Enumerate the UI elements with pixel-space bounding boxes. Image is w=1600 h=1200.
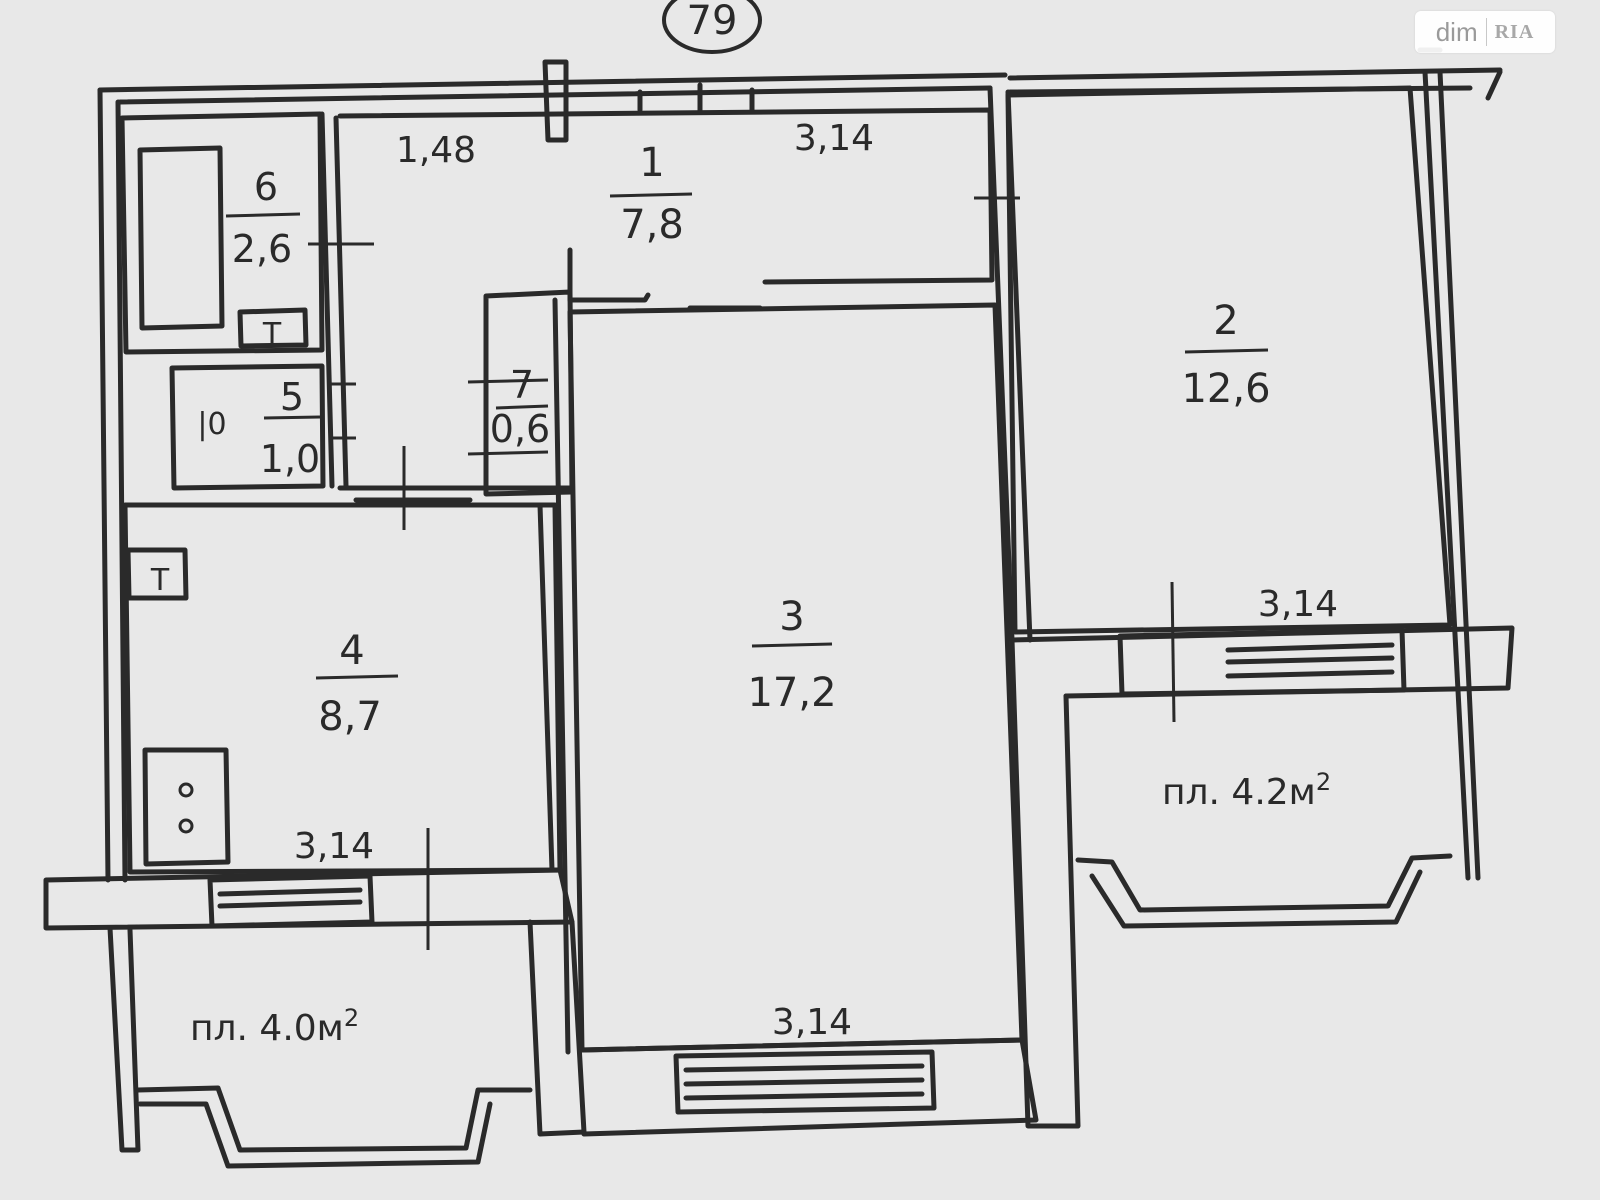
room-6-area: 2,6 bbox=[232, 227, 292, 271]
wall-top-left bbox=[97, 72, 1008, 105]
room-4-area: 8,7 bbox=[318, 694, 382, 740]
bath-tap-symbol: T bbox=[262, 317, 282, 352]
room-2-area: 12,6 bbox=[1181, 366, 1270, 412]
wall-hall-kitchen bbox=[337, 485, 573, 503]
watermark-logo: RIA bbox=[1494, 20, 1535, 43]
fraction-line-room-1 bbox=[609, 192, 693, 198]
stove-burner-top bbox=[178, 782, 194, 798]
tick-toilet bbox=[330, 382, 356, 440]
dimension-bedroom-window: 3,14 bbox=[1258, 584, 1338, 625]
fraction-line-room-4 bbox=[315, 674, 399, 680]
balcony-left-area: пл. 4.0м2 bbox=[190, 1004, 359, 1049]
wall-bath-hall bbox=[319, 111, 349, 489]
balcony-left-outline bbox=[107, 919, 587, 1153]
balcony-right-area: пл. 4.2м2 bbox=[1162, 768, 1331, 813]
dimria-watermark: dim RIA bbox=[1415, 11, 1555, 53]
dimension-ticks bbox=[308, 196, 1176, 950]
fraction-lines bbox=[225, 192, 1269, 680]
room-2-outline bbox=[1005, 85, 1453, 635]
plan-number-circle bbox=[662, 0, 762, 54]
walls bbox=[43, 47, 1515, 1169]
balcony-left-area-sup: 2 bbox=[344, 1004, 359, 1032]
tick-bedroom-window bbox=[1170, 581, 1176, 723]
wall-left-outer bbox=[97, 87, 128, 883]
stove-burner-bottom bbox=[178, 818, 194, 834]
living-window bbox=[673, 1049, 937, 1115]
room-5-number: 5 bbox=[280, 375, 304, 419]
watermark-divider bbox=[1485, 18, 1487, 46]
room-7-number: 7 bbox=[510, 363, 534, 407]
room-4-number: 4 bbox=[339, 628, 364, 674]
room-3-number: 3 bbox=[779, 594, 804, 640]
room-6-outline bbox=[119, 111, 325, 355]
room-6-number: 6 bbox=[254, 165, 278, 209]
living-facade bbox=[579, 1037, 1039, 1137]
room-4-outline bbox=[122, 502, 563, 875]
dimension-kitchen-window: 3,14 bbox=[294, 826, 374, 867]
toilet-symbol: |0 bbox=[197, 407, 226, 442]
stove-burners bbox=[178, 782, 194, 834]
fraction-line-room-7 bbox=[495, 404, 549, 410]
room-7-area: 0,6 bbox=[490, 407, 550, 451]
tick-closet bbox=[467, 378, 549, 456]
plan-number-label: 79 bbox=[687, 0, 738, 44]
dimension-hall-right: 3,14 bbox=[794, 118, 874, 159]
wall-bedroom-right bbox=[1422, 69, 1481, 881]
balcony-left-area-text: пл. 4.0м bbox=[190, 1008, 344, 1049]
room-1-outline bbox=[337, 107, 995, 285]
dimension-hall-left: 1,48 bbox=[396, 130, 476, 171]
room-5-outline bbox=[169, 363, 326, 491]
balcony-right-area-sup: 2 bbox=[1316, 768, 1331, 796]
balcony-right-outline bbox=[1009, 637, 1453, 1129]
kitchen-sink-symbol: T bbox=[150, 563, 170, 598]
bathtub bbox=[137, 145, 225, 331]
room-3-area: 17,2 bbox=[747, 670, 836, 716]
bedroom-window bbox=[1117, 627, 1407, 697]
top-wall-marks bbox=[542, 47, 1503, 143]
fraction-line-room-3 bbox=[751, 642, 833, 648]
balcony-left-rail bbox=[137, 1101, 493, 1169]
room-1-area: 7,8 bbox=[620, 202, 684, 248]
room-1-door-gap bbox=[567, 247, 763, 311]
fraction-line-room-5 bbox=[263, 415, 321, 420]
kitchen-stove bbox=[142, 747, 231, 867]
bath-tap-box bbox=[237, 307, 309, 349]
room-2-number: 2 bbox=[1213, 298, 1238, 344]
kitchen-cabinet bbox=[125, 547, 189, 601]
room-5-area: 1,0 bbox=[260, 437, 320, 481]
fraction-line-room-2 bbox=[1184, 348, 1269, 354]
balcony-right-rail bbox=[1089, 869, 1423, 929]
watermark-brand: dim bbox=[1435, 16, 1478, 47]
balcony-right-area-text: пл. 4.2м bbox=[1162, 772, 1316, 813]
fraction-line-room-6 bbox=[225, 212, 301, 218]
dimension-living-window: 3,14 bbox=[772, 1002, 852, 1043]
wall-bedroom-left bbox=[987, 85, 1033, 643]
wall-living-left bbox=[537, 297, 571, 1055]
room-1-number: 1 bbox=[639, 140, 664, 186]
kitchen-window bbox=[207, 873, 375, 929]
